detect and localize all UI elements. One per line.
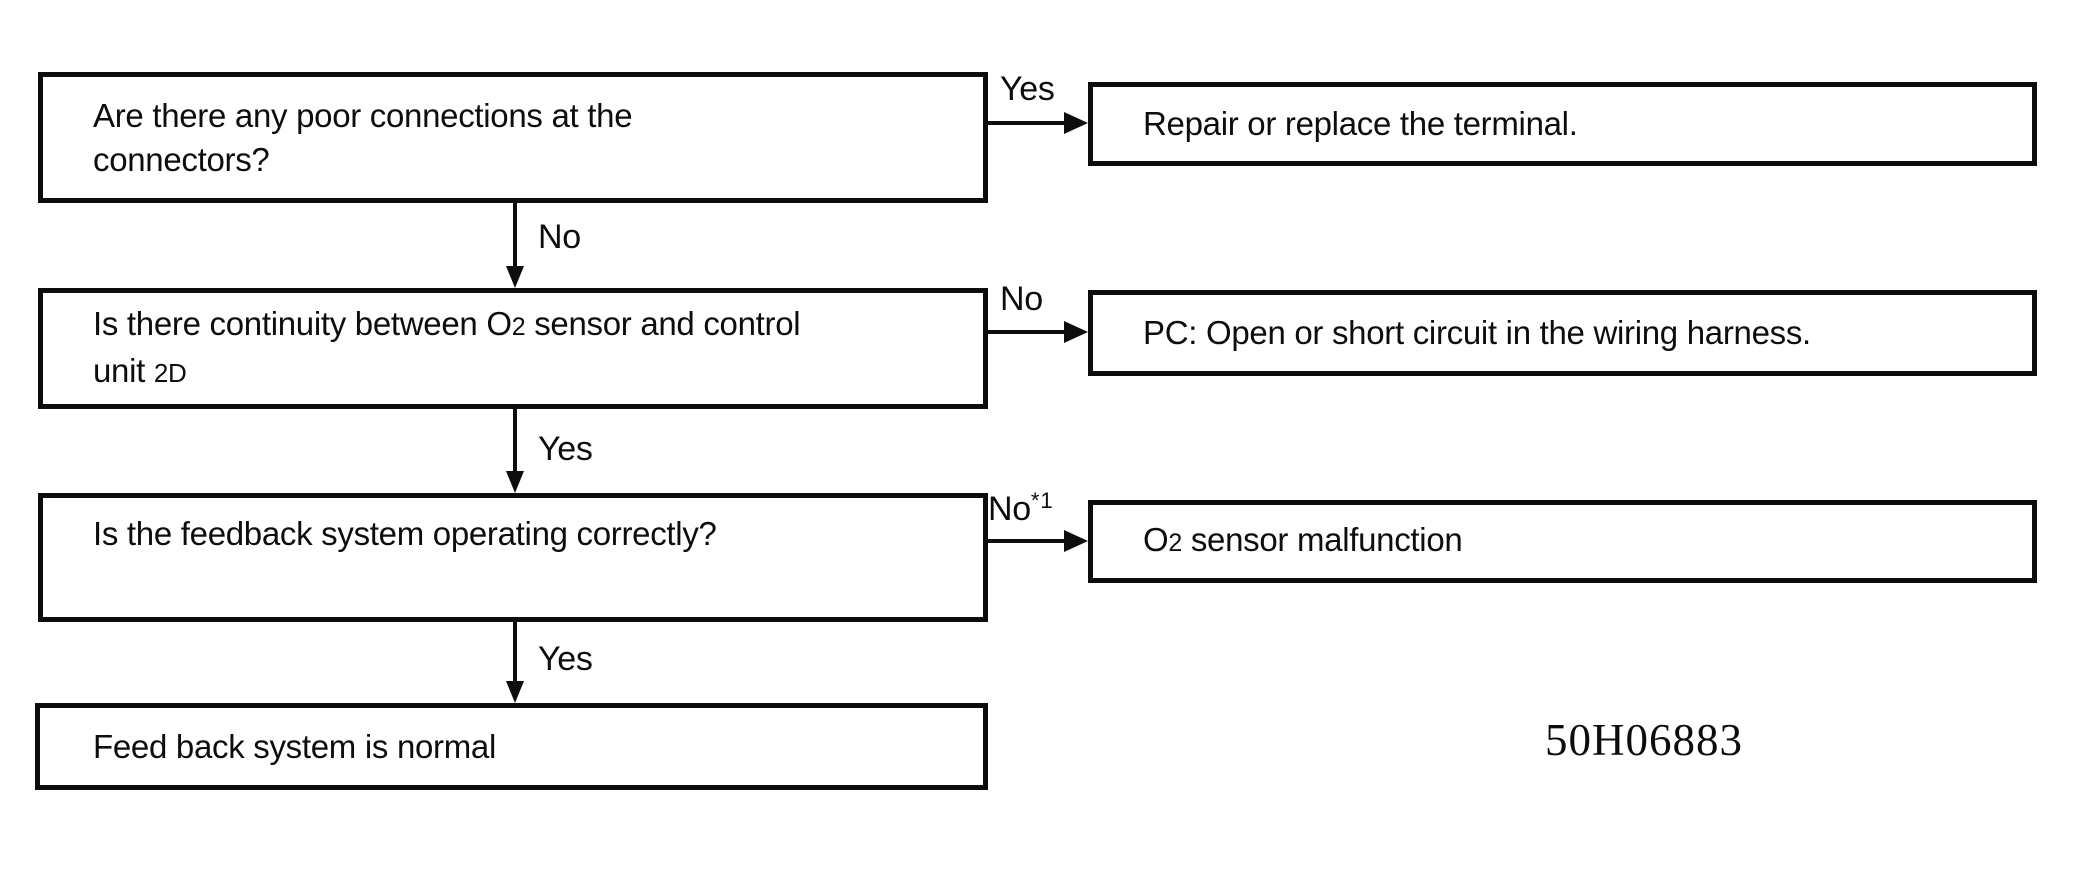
- connector-q1-a1: [988, 121, 1066, 125]
- answer-line: O2 sensor malfunction: [1143, 521, 1463, 558]
- question-line: connectors?: [93, 140, 270, 178]
- question-box-feedback-operating: Is the feedback system operating correct…: [38, 493, 988, 622]
- subscript-2: 2: [511, 313, 526, 341]
- connector-q3-a3: [988, 539, 1066, 543]
- branch-label-yes-2: Yes: [538, 430, 593, 468]
- arrowhead-right-icon: [1064, 112, 1088, 134]
- result-box-feedback-normal: Feed back system is normal: [35, 703, 988, 790]
- figure-code: 50H06883: [1545, 715, 1743, 765]
- branch-label-no-1: No: [538, 218, 581, 256]
- question-line: Is the feedback system operating correct…: [93, 515, 717, 552]
- footnote-marker: *1: [1030, 488, 1054, 513]
- question-line: unit 2D: [93, 352, 187, 389]
- arrowhead-right-icon: [1064, 321, 1088, 343]
- arrowhead-right-icon: [1064, 530, 1088, 552]
- subscript-2: 2: [1168, 529, 1182, 557]
- arrowhead-down-icon: [506, 681, 524, 703]
- branch-label-no-3: No*1: [988, 488, 1054, 528]
- connector-q3-q4: [513, 622, 517, 681]
- answer-box-repair-terminal: Repair or replace the terminal.: [1088, 82, 2037, 166]
- connector-ref-2d: 2D: [153, 358, 187, 388]
- answer-box-sensor-malfunction: O2 sensor malfunction: [1088, 500, 2037, 583]
- answer-line: PC: Open or short circuit in the wiring …: [1143, 314, 1811, 351]
- branch-label-yes-1: Yes: [1000, 70, 1055, 108]
- arrowhead-down-icon: [506, 266, 524, 288]
- question-line: Is there continuity between O2 sensor an…: [93, 305, 801, 342]
- connector-q2-q3: [513, 409, 517, 471]
- branch-label-no-2: No: [1000, 280, 1043, 318]
- question-box-continuity: Is there continuity between O2 sensor an…: [38, 288, 988, 409]
- question-line: Are there any poor connections at the: [93, 96, 633, 134]
- answer-box-wiring-harness: PC: Open or short circuit in the wiring …: [1088, 290, 2037, 376]
- branch-label-yes-3: Yes: [538, 640, 593, 678]
- connector-q2-a2: [988, 330, 1066, 334]
- result-line: Feed back system is normal: [93, 727, 497, 765]
- connector-q1-q2: [513, 203, 517, 268]
- question-box-poor-connections: Are there any poor connections at the co…: [38, 72, 988, 203]
- answer-line: Repair or replace the terminal.: [1143, 105, 1578, 142]
- arrowhead-down-icon: [506, 471, 524, 493]
